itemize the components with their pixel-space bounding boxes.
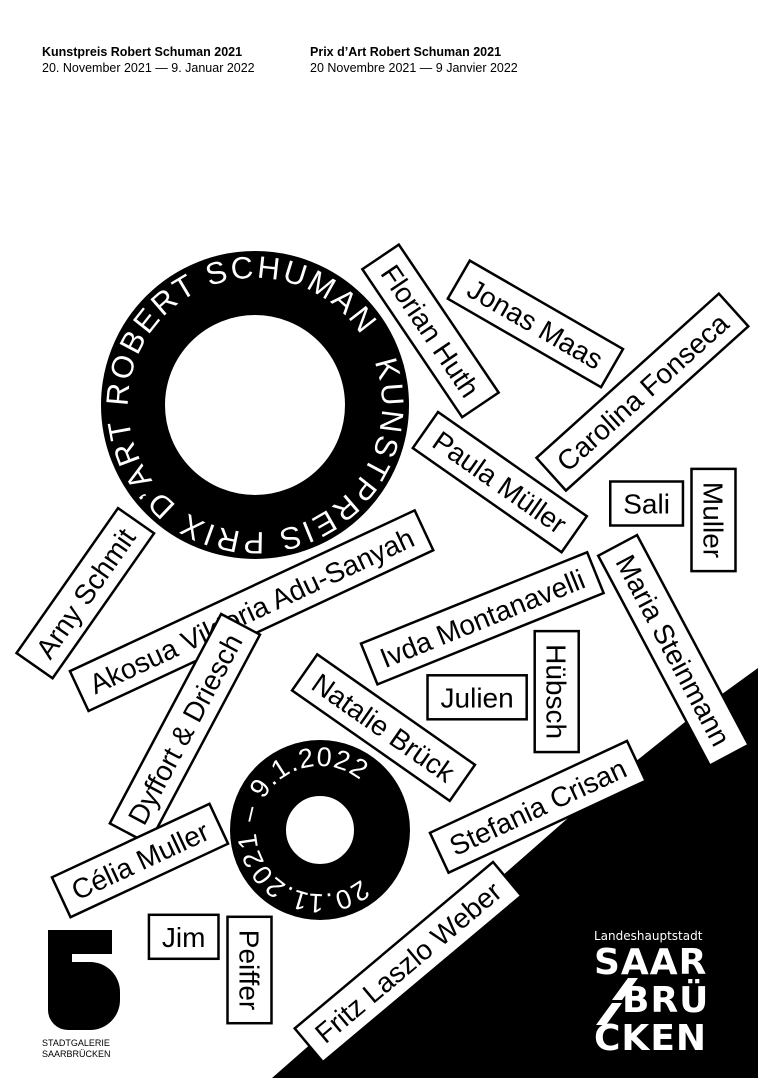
- stadtgalerie-logo-mark: [48, 930, 120, 1030]
- artist-label-box: [50, 802, 230, 919]
- german-dates: 20. November 2021 — 9. Januar 2022: [42, 61, 255, 75]
- header-french: Prix d’Art Robert Schuman 2021 20 Novemb…: [310, 44, 518, 76]
- stadtgalerie-line2: SAARBRÜCKEN: [42, 1049, 111, 1059]
- artist-label-box: [426, 674, 528, 721]
- artist-label-box: [290, 652, 477, 803]
- artist-label-box: [147, 913, 220, 961]
- artist-label-box: [68, 508, 435, 713]
- header-german: Kunstpreis Robert Schuman 2021 20. Novem…: [42, 44, 255, 76]
- saarbruecken-top: Landeshauptstadt: [594, 929, 703, 943]
- artist-name: Peiffer: [234, 930, 265, 1010]
- artist-label-box: [690, 467, 737, 573]
- artist-name: Hübsch: [541, 644, 572, 739]
- big-ring: KUNSTPREIS PRIX D’ART ROBERT SCHUMAN: [100, 250, 409, 560]
- stadtgalerie-line1: STADTGALERIE: [42, 1038, 110, 1048]
- artist-label-box: [596, 533, 751, 768]
- artist-label: Muller: [690, 467, 737, 573]
- french-dates: 20 Novembre 2021 — 9 Janvier 2022: [310, 61, 518, 75]
- artist-label-box: [608, 480, 685, 527]
- saarbruecken-line3: CKEN: [594, 1018, 708, 1059]
- artist-label-box: [108, 612, 262, 846]
- saarbruecken-slash-icon: [596, 978, 638, 1025]
- stadtgalerie-logo: STADTGALERIE SAARBRÜCKEN: [42, 1038, 111, 1060]
- artist-label-box: [534, 291, 751, 493]
- artist-name: Julien: [441, 682, 514, 713]
- saarbruecken-line1: SAAR: [594, 942, 708, 983]
- german-title: Kunstpreis Robert Schuman 2021: [42, 45, 243, 59]
- small-ring-text: 20.11.2021 – 9.1.2022: [232, 742, 375, 919]
- artist-name: Muller: [698, 482, 729, 558]
- artist-label-box: [411, 410, 589, 554]
- artist-label-box: [359, 550, 606, 687]
- artist-name: Arny Schmit: [30, 523, 142, 665]
- artist-label-box: [533, 629, 580, 754]
- artist-name: Jim: [162, 922, 206, 953]
- artist-name: Maria Steinmann: [610, 550, 737, 751]
- artist-label-box: [360, 242, 501, 419]
- french-title: Prix d’Art Robert Schuman 2021: [310, 45, 502, 59]
- artist-name: Jonas Maas: [462, 273, 608, 375]
- artist-label: Jim: [147, 913, 220, 961]
- artist-name: Sali: [623, 489, 670, 520]
- artist-label-box: [226, 915, 273, 1025]
- saarbruecken-logo: Landeshauptstadt SAAR BRÜ CKEN: [594, 928, 709, 1058]
- artist-label-box: [428, 739, 648, 875]
- artist-label-box: [292, 860, 524, 1064]
- saarbruecken-line2: BRÜ: [622, 980, 710, 1021]
- artist-label: Sali: [608, 480, 685, 527]
- artist-label: Peiffer: [226, 915, 273, 1025]
- artist-name: Paula Müller: [427, 425, 572, 540]
- artist-label: Hübsch: [533, 629, 580, 754]
- artist-label-box: [446, 258, 625, 389]
- small-ring: 20.11.2021 – 9.1.2022: [230, 740, 410, 920]
- artist-label: Julien: [426, 674, 528, 721]
- artist-label-box: [14, 506, 156, 681]
